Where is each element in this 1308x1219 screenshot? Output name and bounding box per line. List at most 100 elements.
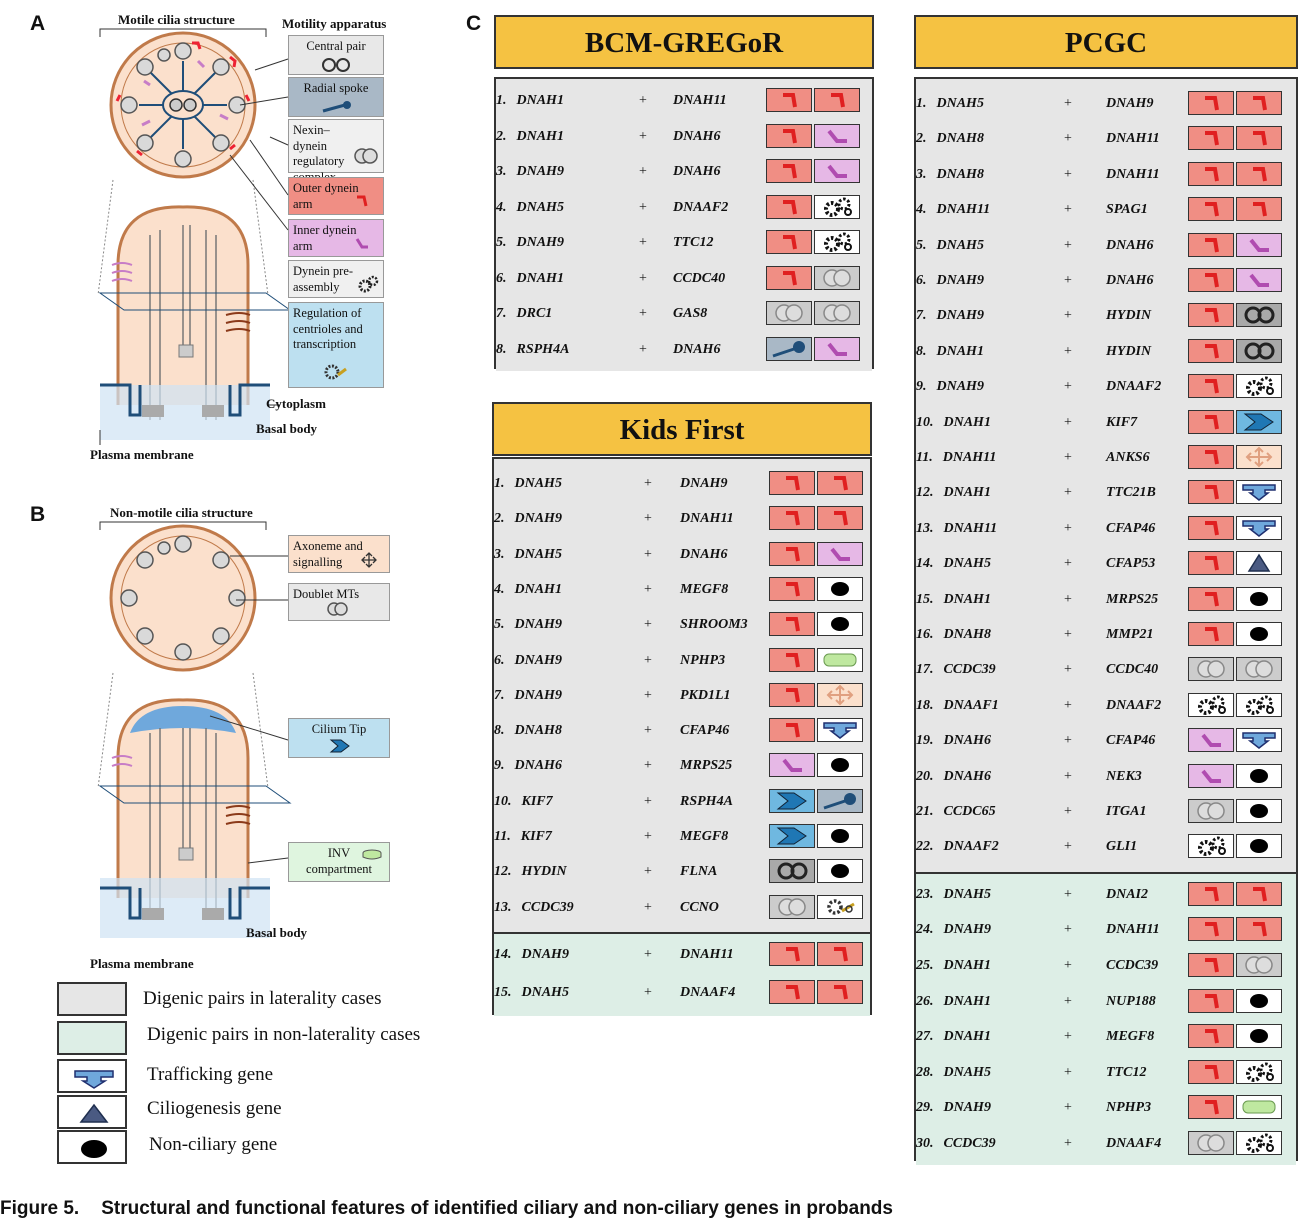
table-row: 13.CCDC39+CCNO: [494, 890, 870, 926]
gene-category-box: [1236, 692, 1282, 717]
table-row: 7.DRC1+GAS8: [496, 296, 872, 332]
gene-1: 18.DNAAF1: [916, 698, 999, 714]
gene-category-box: [1236, 197, 1282, 222]
card-dynein-preassembly: Dynein pre-assembly: [288, 260, 384, 298]
table-row: 10.DNAH1+KIF7: [916, 405, 1296, 441]
outer-dynein-icon: [786, 581, 800, 597]
gene-category-box: [1236, 728, 1282, 753]
row-number: 19.: [916, 733, 934, 749]
key-box-ciliogenesis: [57, 1095, 127, 1129]
panel-label-a: A: [30, 12, 46, 35]
gene-category-box: [1188, 161, 1234, 186]
plasma-membrane-label-b: Plasma membrane: [90, 956, 194, 971]
gene-category-box: [817, 647, 863, 672]
plus-sign: +: [1064, 1100, 1072, 1116]
gene-1-name: DNAH8: [936, 166, 984, 182]
kids-header: Kids First: [492, 402, 872, 456]
plus-sign: +: [1064, 556, 1072, 572]
key-text-trafficking: Trafficking gene: [147, 1064, 274, 1085]
inner-dynein-icon: [1201, 733, 1221, 748]
row-number: 10.: [494, 793, 512, 809]
gene-1-name: DNAH1: [943, 485, 991, 501]
nonciliary-icon: [831, 829, 849, 843]
gene-category-box: [766, 301, 812, 325]
card-regulation-text: Regulation of centrioles and transcripti…: [293, 306, 363, 352]
gene-2-name: CCDC40: [673, 270, 726, 286]
gene-1-name: DNAH1: [943, 957, 991, 973]
nonciliary-icon: [831, 617, 849, 632]
outer-dynein-icon: [1205, 131, 1219, 146]
row-number: 8.: [494, 723, 505, 739]
outer-dynein-icon: [357, 195, 368, 207]
outer-dynein-icon: [1205, 96, 1219, 111]
gene-1: 22.DNAAF2: [916, 839, 999, 855]
gene-1: 24.DNAH9: [916, 922, 991, 938]
plus-sign: +: [1064, 591, 1072, 607]
row-number: 1.: [494, 476, 505, 491]
gene-2-name: DNAH11: [1106, 166, 1160, 182]
row-number: 7.: [916, 308, 927, 324]
gene-1-name: CCDC65: [943, 804, 996, 819]
row-number: 30.: [916, 1135, 934, 1151]
plus-sign: +: [644, 652, 652, 668]
gene-1: 3.DNAH9: [496, 164, 564, 180]
gene-1-name: DNAH1: [516, 93, 564, 108]
gene-category-box: [1188, 1130, 1234, 1155]
inner-dynein-icon: [1201, 769, 1221, 783]
outer-dynein-icon: [1205, 1029, 1219, 1044]
trafficking-icon: [74, 1070, 114, 1089]
inner-dynein-icon: [827, 164, 847, 178]
plus-sign: +: [1064, 131, 1072, 147]
gene-2-name: CFAP46: [680, 723, 730, 739]
gene-1: 7.DNAH9: [916, 308, 984, 324]
gene-category-box: [1236, 480, 1282, 505]
outer-dynein-icon: [1253, 886, 1267, 902]
ciliogenesis-icon: [79, 1103, 109, 1123]
gene-1-name: DNAH9: [514, 511, 562, 527]
plus-sign: +: [1064, 1029, 1072, 1045]
gears-icon: [1246, 695, 1274, 715]
table-row: 12.DNAH1+TTC21B: [916, 475, 1296, 511]
gene-category-box: [817, 541, 863, 566]
nonciliary-icon: [1250, 1029, 1268, 1044]
table-row: 11.KIF7+MEGF8: [494, 819, 870, 855]
gene-category-box: [766, 230, 812, 254]
gene-1: 2.DNAH1: [496, 129, 564, 145]
gene-1-name: DNAH9: [516, 235, 564, 250]
gene-category-box: [769, 788, 815, 813]
gene-1: 23.DNAH5: [916, 887, 991, 903]
table-row: 5.DNAH5+DNAH6: [916, 228, 1296, 264]
gene-1: 28.DNAH5: [916, 1065, 991, 1081]
tip-icon: [1243, 413, 1274, 431]
gene-1: 12.DNAH1: [916, 485, 991, 501]
gene-category-box: [817, 576, 863, 601]
table-row: 26.DNAH1+NUP188: [916, 984, 1296, 1020]
outer-dynein-icon: [783, 199, 797, 214]
panel-a-apparatus-title: Motility apparatus: [282, 16, 387, 31]
gene-category-box: [769, 979, 815, 1004]
plus-sign: +: [644, 546, 652, 562]
gene-2-name: DNAH11: [680, 946, 734, 962]
gene-1-name: DNAH9: [514, 617, 562, 633]
key-text-laterality: Digenic pairs in laterality cases: [143, 988, 382, 1009]
gene-category-box: [769, 718, 815, 743]
table-row: 8.DNAH1+HYDIN: [916, 334, 1296, 370]
nonciliary-icon: [81, 1140, 107, 1158]
gene-category-box: [1236, 515, 1282, 540]
inv-icon: [362, 849, 382, 860]
plus-sign: +: [639, 164, 647, 179]
gene-2-name: DNAH6: [673, 164, 721, 179]
outer-dynein-icon: [1253, 96, 1267, 111]
plus-sign: +: [1064, 768, 1072, 784]
table-row: 12.HYDIN+FLNA: [494, 854, 870, 890]
gene-category-box: [817, 753, 863, 778]
card-regulation: Regulation of centrioles and transcripti…: [288, 302, 384, 388]
gene-category-box: [817, 718, 863, 743]
table-row: 30.CCDC39+DNAAF4: [916, 1126, 1296, 1162]
row-number: 15.: [494, 984, 512, 1000]
row-number: 22.: [916, 839, 934, 855]
outer-dynein-icon: [786, 984, 800, 1000]
row-number: 28.: [916, 1064, 934, 1080]
row-number: 23.: [916, 886, 934, 902]
